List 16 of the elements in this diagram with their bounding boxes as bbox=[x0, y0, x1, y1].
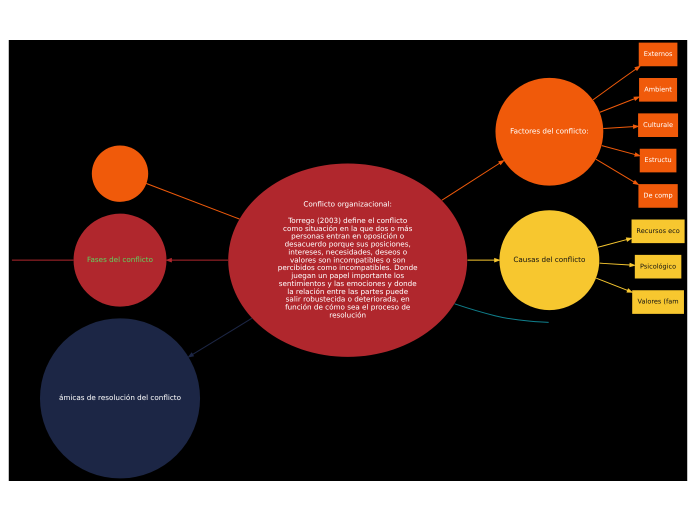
connector bbox=[146, 182, 240, 219]
arrow bbox=[596, 277, 634, 292]
arrow bbox=[592, 64, 642, 100]
arrow bbox=[467, 257, 501, 262]
connector bbox=[454, 302, 550, 322]
arrow bbox=[597, 236, 633, 248]
node-circle bbox=[92, 145, 148, 202]
arrow bbox=[601, 144, 642, 156]
arrow bbox=[595, 158, 640, 185]
arrow bbox=[599, 262, 636, 267]
connector bbox=[11, 259, 74, 260]
arrow bbox=[602, 124, 640, 128]
arrow bbox=[187, 317, 252, 358]
arrow bbox=[599, 96, 640, 112]
arrow bbox=[441, 159, 505, 200]
arrow bbox=[165, 257, 228, 262]
